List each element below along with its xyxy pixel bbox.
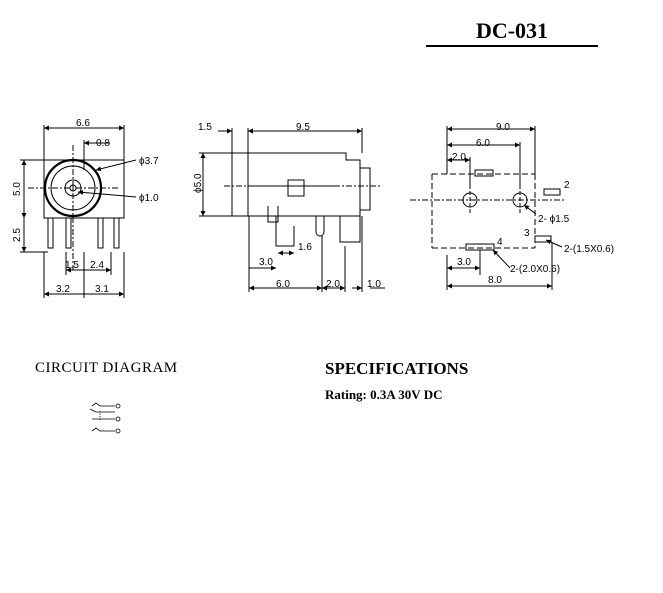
part-number-title: DC-031 xyxy=(475,18,549,43)
front-pin-dia-label: ϕ1.0 xyxy=(139,193,159,204)
front-outer-dia-label: ϕ3.7 xyxy=(139,156,159,167)
side-span-c-label: 1.0 xyxy=(367,279,381,290)
front-view xyxy=(20,125,137,298)
front-width-label: 6.6 xyxy=(76,118,90,129)
fp-pad3-label: 3 xyxy=(524,228,530,239)
fp-pad4-note: 2-(2.0X0.6) xyxy=(510,264,560,275)
circuit-diagram-heading: CIRCUIT DIAGRAM xyxy=(35,360,178,376)
front-pitch-a-label: 1.5 xyxy=(65,260,79,271)
side-span-a-label: 6.0 xyxy=(276,279,290,290)
footprint-view xyxy=(410,126,565,290)
pad-1 xyxy=(474,169,494,177)
side-view xyxy=(199,128,385,292)
side-window xyxy=(287,179,305,197)
pad-3 xyxy=(534,235,552,243)
footprint-outline xyxy=(431,173,535,249)
side-span-b-label: 2.0 xyxy=(326,279,340,290)
front-pin-offset-label: 0.8 xyxy=(96,138,110,149)
pad-2 xyxy=(543,188,561,196)
front-height-label: 5.0 xyxy=(12,182,23,196)
side-pin-pos-label: 3.0 xyxy=(259,257,273,268)
fp-bottom-left-label: 3.0 xyxy=(457,257,471,268)
fp-pad3-note: 2-(1.5X0.6) xyxy=(564,244,614,255)
fp-left-label: 2.0 xyxy=(452,152,466,163)
fp-mid-label: 6.0 xyxy=(476,138,490,149)
side-flange xyxy=(231,152,249,217)
fp-pad4-label: 4 xyxy=(497,237,503,248)
front-bottom-b-label: 3.1 xyxy=(95,284,109,295)
side-dia-label: ϕ5.0 xyxy=(193,173,204,193)
side-pin-gap-label: 1.6 xyxy=(298,242,312,253)
side-length-label: 9.5 xyxy=(296,122,310,133)
side-body xyxy=(247,152,361,217)
title-underline xyxy=(426,45,598,47)
front-leg-height-label: 2.5 xyxy=(12,228,23,242)
fp-hole-note: 2- ϕ1.5 xyxy=(538,214,570,225)
side-rear-step xyxy=(359,167,371,211)
side-flange-label: 1.5 xyxy=(198,122,212,133)
fp-bottom-total-label: 8.0 xyxy=(488,275,502,286)
pad-4 xyxy=(465,243,495,251)
fp-overall-label: 9.0 xyxy=(496,122,510,133)
front-pitch-b-label: 2.4 xyxy=(90,260,104,271)
rating-text: Rating: 0.3A 30V DC xyxy=(325,387,443,402)
front-bottom-a-label: 3.2 xyxy=(56,284,70,295)
circuit-symbol xyxy=(89,402,121,434)
specifications-heading: SPECIFICATIONS xyxy=(325,359,469,378)
fp-pad2-label: 2 xyxy=(564,180,570,191)
